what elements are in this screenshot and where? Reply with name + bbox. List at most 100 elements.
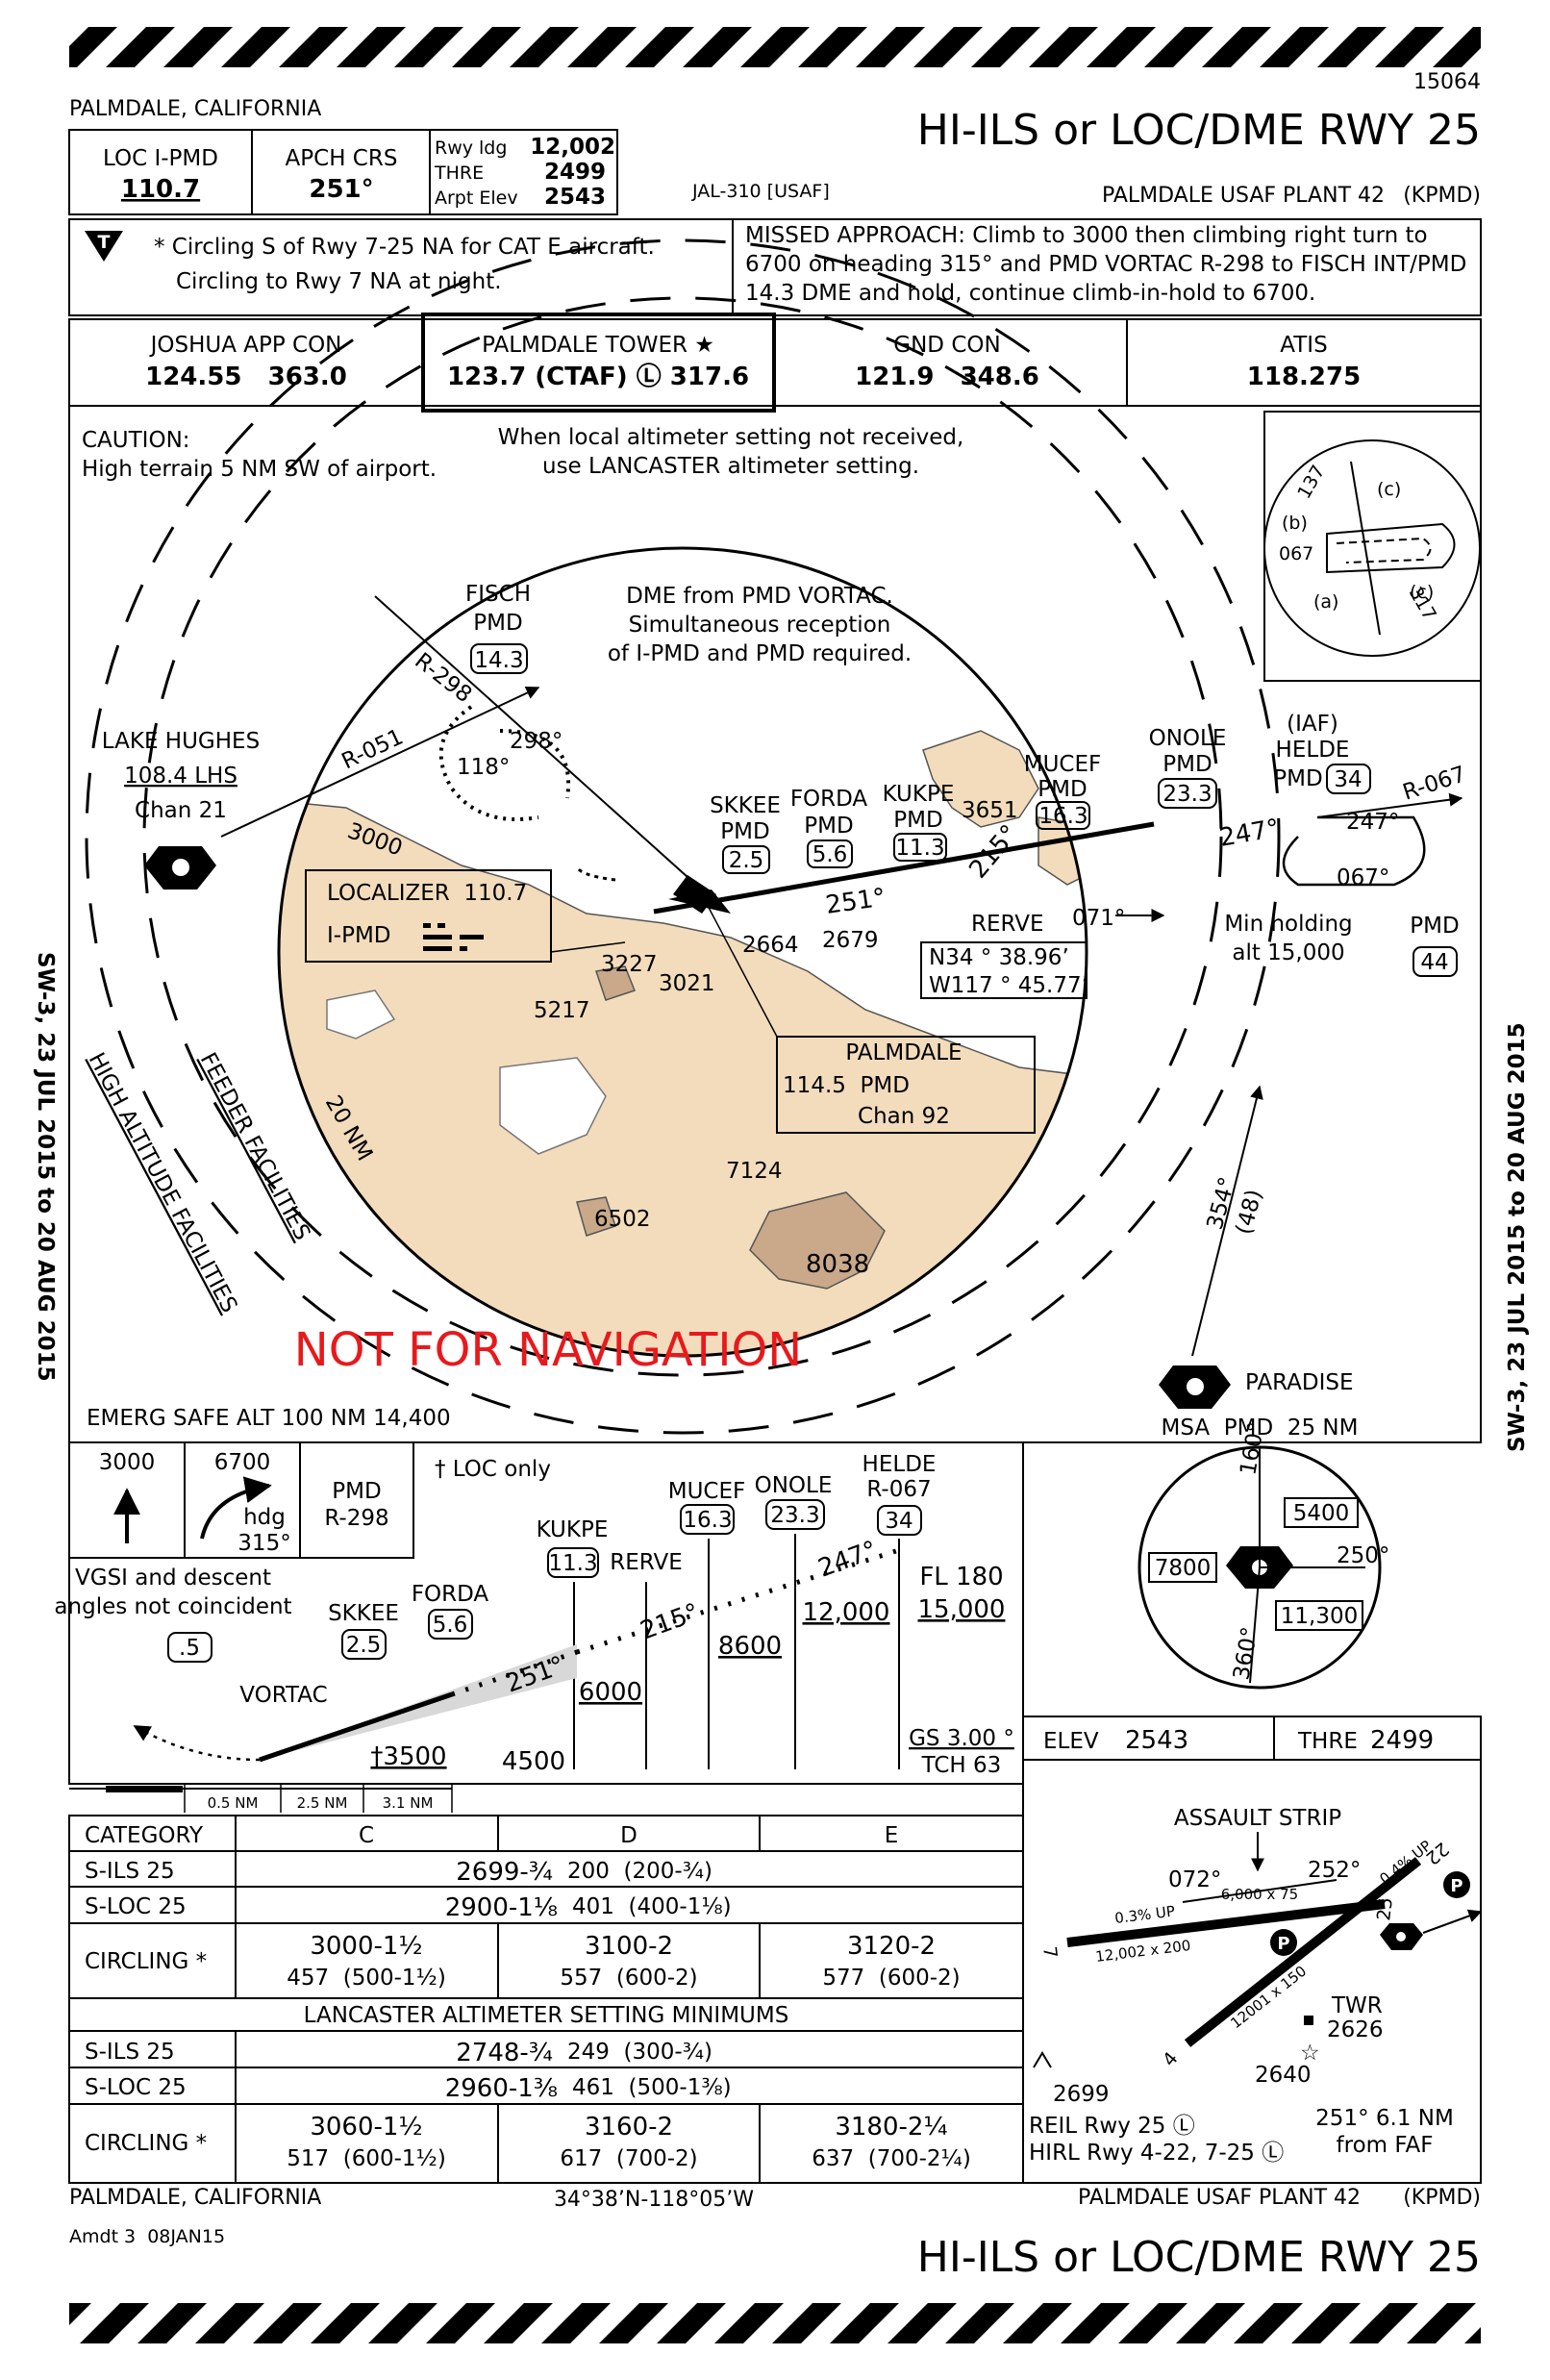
seg-31nm: 3.1 NM [383, 1794, 434, 1812]
rwy-ldg: 12,002 [530, 135, 615, 160]
feeder-ring-inner [142, 296, 1223, 1377]
profile-mucef: MUCEF [668, 1479, 746, 1504]
msa-11300: 11,300 [1281, 1604, 1358, 1629]
onole-dme: 23.3 [1162, 782, 1212, 807]
alt-6000: 6000 [579, 1678, 642, 1707]
forda-pmd: PMD [804, 814, 853, 839]
helde-pmd: PMD [1273, 766, 1322, 791]
apch-crs: 251° [309, 175, 373, 204]
sils-min: 2699-¾ [456, 1858, 553, 1887]
localizer-box [305, 869, 552, 963]
kukpe-label: KUKPE [883, 782, 955, 807]
hdg-252: 252° [1308, 1858, 1361, 1883]
sloc-haa: 401 (400-1⅛) [572, 1894, 732, 1919]
l-circ-c2: 517 (600-1½) [287, 2146, 446, 2171]
lake-hughes-label: LAKE HUGHES [102, 729, 260, 754]
profile-rerve: RERVE [610, 1550, 683, 1575]
elev-2664: 2664 [742, 933, 799, 958]
msa-label: MSA PMD 25 NM [1162, 1415, 1359, 1441]
alt-8600: 8600 [718, 1632, 782, 1661]
inset-c2: (c) [1410, 582, 1434, 603]
crs-215: 215° [963, 819, 1024, 884]
profile-helde-dme: 34 [885, 1509, 912, 1534]
l-sloc-label: S-LOC 25 [85, 2075, 187, 2100]
vgsi-note-2: angles not coincident [54, 1594, 291, 1619]
loc-only-note: † LOC only [435, 1457, 551, 1482]
palmdale-vortac-box [776, 1036, 1036, 1134]
comms-strip: JOSHUA APP CON 124.55 363.0 PALMDALE TOW… [68, 313, 1482, 413]
circ-label: CIRCLING * [85, 1949, 207, 1974]
elev-8038: 8038 [806, 1250, 869, 1279]
profile-forda-dme: 5.6 [433, 1613, 468, 1638]
notes-line-2: Circling to Rwy 7 NA at night. [176, 269, 502, 294]
notes-line-1: * Circling S of Rwy 7-25 NA for CAT E ai… [154, 235, 655, 260]
alt-4500: 4500 [502, 1747, 565, 1776]
profile-skkee: SKKEE [328, 1601, 399, 1626]
forda-dme: 5.6 [812, 842, 848, 867]
alternate-minimums-icon [85, 231, 123, 262]
forda-label: FORDA [790, 787, 868, 812]
altimeter-line-1: When local altimeter setting not receive… [498, 425, 964, 450]
airport-thre-label: THRE [1297, 1729, 1358, 1754]
profile-view: 3000 6700 hdg 315° PMD R-298 † LOC only … [54, 1441, 1024, 1813]
pmd-44-dme: 44 [1420, 950, 1448, 975]
profile-dme-05: .5 [179, 1636, 200, 1661]
footer-city: PALMDALE, CALIFORNIA [69, 2186, 321, 2210]
hold-067: 067° [1337, 865, 1389, 890]
msa-7800: 7800 [1155, 1556, 1212, 1581]
footer-amdt: Amdt 3 08JAN15 [69, 2226, 225, 2247]
airport-diagram: ELEV 2543 THRE 2499 ASSAULT STRIP 072° 2… [1022, 1716, 1483, 2184]
sloc-min: 2900-1⅛ [445, 1893, 558, 1922]
paradise-label: PARADISE [1245, 1370, 1354, 1395]
loc-label: LOC I-PMD [103, 146, 218, 171]
strip-dims: 6,000 x 75 [1221, 1886, 1298, 1903]
terrain-shading [279, 730, 1087, 1356]
elev-5217: 5217 [534, 998, 590, 1023]
l-circ-c: 3060-1½ [310, 2113, 422, 2142]
airport-elev-label: ELEV [1043, 1729, 1099, 1754]
hdg-value: 315° [238, 1531, 290, 1556]
footer-latlon: 34°38’N-118°05’W [554, 2188, 754, 2212]
morse-code-ident [423, 923, 484, 951]
crs-247: 247° [1217, 814, 1282, 852]
svg-text:P: P [1450, 1876, 1462, 1896]
assault-strip-label: ASSAULT STRIP [1174, 1806, 1341, 1831]
thre-value: 2499 [544, 160, 606, 185]
rwy-7: 7 [1038, 1945, 1061, 1960]
minimums-table: CATEGORY C D E S-ILS 25 2699-¾ 200 (200-… [68, 1815, 1024, 2184]
min-header-category: CATEGORY [85, 1823, 204, 1848]
mucef-pmd: PMD [1038, 777, 1087, 802]
l-circ-e: 3180-2¼ [835, 2113, 947, 2142]
tch: TCH 63 [921, 1753, 1002, 1778]
inset-c1: (c) [1377, 479, 1401, 500]
rwy-up-1: 0.3% UP [1113, 1902, 1176, 1927]
hirl-note: HIRL Rwy 4-22, 7-25 Ⓛ [1029, 2141, 1284, 2166]
l-circ-d: 3160-2 [585, 2113, 673, 2142]
twr-label: TWR [1331, 1993, 1383, 2018]
dme-note-2: Simultaneous reception [629, 613, 891, 638]
rotating-beacon-icon: ☆ [1300, 2041, 1320, 2066]
localizer-line-1: LOCALIZER 110.7 [327, 881, 527, 906]
elev-3227: 3227 [601, 952, 658, 977]
crs-251: 251° [824, 884, 888, 920]
profile-crs-247: 247° [814, 1536, 881, 1584]
rwy-25: 25 [1373, 1896, 1397, 1922]
reil-note: REIL Rwy 25 Ⓛ [1029, 2114, 1195, 2139]
holding-inset: 137 067 317 (a) (b) (c) (c) [1263, 411, 1482, 682]
comm-name-1: PALMDALE TOWER ★ [482, 333, 714, 358]
climb-6700: 6700 [214, 1450, 271, 1475]
mucef-label: MUCEF [1024, 752, 1102, 777]
hold-298: 298° [510, 729, 562, 754]
profile-helde: HELDE [862, 1452, 937, 1477]
msa-250: 250° [1337, 1543, 1389, 1568]
min-holding-2: alt 15,000 [1232, 940, 1344, 965]
profile-skkee-dme: 2.5 [346, 1633, 382, 1658]
jal-number: JAL-310 [USAF] [691, 181, 830, 202]
rwy-ldg-label: Rwy ldg [435, 138, 507, 159]
circ-c2: 457 (500-1½) [287, 1966, 446, 1991]
crs-071: 071° [1072, 906, 1125, 931]
l-sils-haa: 249 (300-¾) [567, 2040, 712, 2065]
alt-3500: †3500 [370, 1742, 446, 1771]
rwy-4: 4 [1159, 2048, 1183, 2070]
elev-3021: 3021 [659, 971, 715, 996]
